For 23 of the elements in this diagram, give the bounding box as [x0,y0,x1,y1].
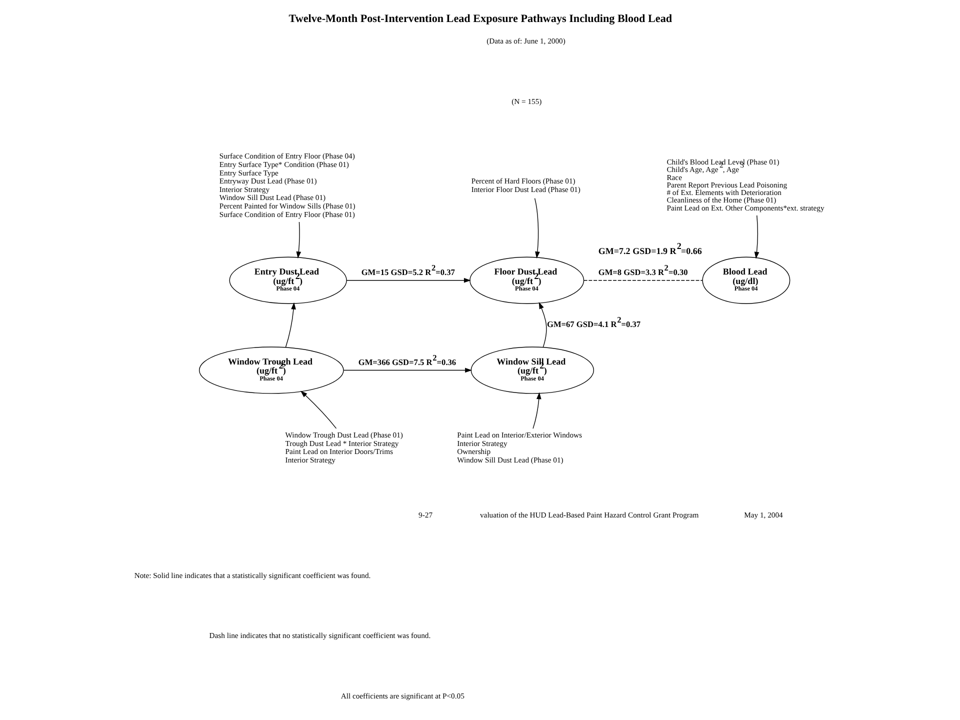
arrow [538,302,547,348]
arrow [285,302,296,348]
node-text: Percent of Hard Floors (Phase 01) Interior Floor Dust Lead (Phase 01) [471,176,580,194]
diagram-title: Twelve-Month Post-Intervention Lead Exposure Pathways Including Blood Lead [288,12,672,25]
arrow [532,392,542,429]
arrow [534,198,540,259]
node-text: Paint Lead on Interior/Exterior Windows Interior Strategy Ownership Window Sill Dust Lead (Phase 01) [457,430,582,465]
arrow [346,278,471,283]
arrow [296,222,302,259]
label: Dash line indicates that no statistically significant coefficient was found. [209,631,431,640]
label: May 1, 2004 [744,510,783,520]
node-text: Surface Condition of Entry Floor (Phase 04) Entry Surface Type* Condition (Phase 01) Entry Surface Type Entryway Dust Lead (Phase 01) Interior Strategy Window Sill Dust Lead (Phase 01) Percent Painted for Window Sills (Phase 01) Surface Condition of Entry Floor (Phase 01) [219,152,356,219]
arrow [300,390,337,429]
label: (N = 155) [512,96,542,106]
connector [584,280,703,281]
label: 9-27 [418,510,433,520]
arrow [343,368,472,373]
label: Note: Solid line indicates that a statistically significant coefficient was found. [134,570,371,580]
label: All coefficients are significant at P<0.05 [340,692,464,701]
label: valuation of the HUD Lead-Based Paint Hazard Control Grant Program [480,510,699,520]
arrow [754,215,760,259]
node-text: Window Trough Dust Lead (Phase 01) Trough Dust Lead * Interior Strategy Paint Lead on Interior Doors/Trims Interior Strategy [285,430,403,465]
label: (Data as of: June 1, 2000) [486,36,566,46]
